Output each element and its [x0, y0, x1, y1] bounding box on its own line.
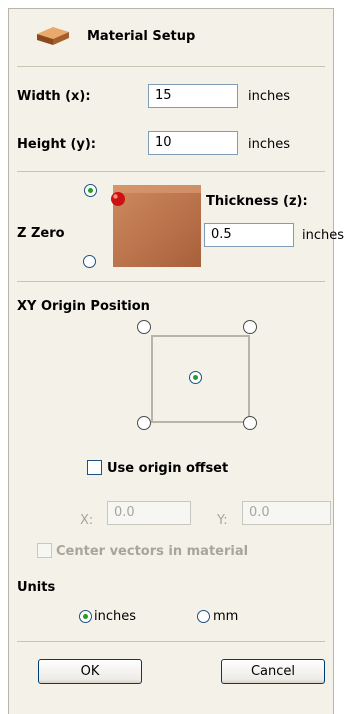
z-zero-label: Z Zero: [17, 226, 65, 241]
width-input[interactable]: 15: [148, 84, 238, 108]
thickness-input[interactable]: 0.5: [204, 223, 294, 247]
units-mm-radio[interactable]: [197, 610, 210, 623]
use-origin-offset-checkbox[interactable]: [87, 460, 102, 475]
units-label: Units: [17, 580, 56, 595]
dimensions-divider: [17, 171, 325, 172]
units-inches-label: inches: [94, 609, 137, 624]
material-block-icon: [37, 27, 69, 45]
thickness-divider: [17, 281, 325, 282]
offset-y-input[interactable]: 0.0: [242, 501, 331, 525]
offset-y-label: Y:: [217, 513, 228, 528]
panel-title: Material Setup: [87, 29, 196, 44]
origin-center-radio[interactable]: [189, 371, 202, 384]
xy-origin-label: XY Origin Position: [17, 299, 150, 314]
height-unit: inches: [248, 137, 291, 152]
origin-square: [151, 335, 250, 423]
origin-bottom-left-radio[interactable]: [137, 416, 151, 430]
width-unit: inches: [248, 89, 291, 104]
offset-x-input[interactable]: 0.0: [107, 501, 191, 525]
origin-top-right-radio[interactable]: [243, 320, 257, 334]
thickness-label: Thickness (z):: [206, 194, 308, 209]
units-inches-radio[interactable]: [79, 610, 92, 623]
material-setup-panel: Material Setup Width (x): 15 inches Heig…: [8, 8, 344, 714]
units-mm-label: mm: [213, 609, 239, 624]
z-zero-top-radio[interactable]: [84, 184, 97, 197]
width-label: Width (x):: [17, 89, 91, 104]
center-vectors-label: Center vectors in material: [56, 544, 249, 559]
cancel-button[interactable]: Cancel: [221, 659, 325, 684]
header-divider: [17, 66, 325, 67]
origin-top-left-radio[interactable]: [137, 320, 151, 334]
height-input[interactable]: 10: [148, 131, 238, 155]
material-block-illustration: [113, 185, 201, 267]
z-zero-bottom-radio[interactable]: [83, 255, 96, 268]
thickness-unit: inches: [302, 228, 345, 243]
z-zero-marker-icon: [111, 192, 125, 206]
center-vectors-checkbox[interactable]: [37, 543, 52, 558]
height-label: Height (y):: [17, 137, 97, 152]
offset-x-label: X:: [80, 513, 94, 528]
use-origin-offset-label: Use origin offset: [107, 461, 229, 476]
ok-button[interactable]: OK: [38, 659, 142, 684]
units-divider: [17, 641, 325, 642]
origin-bottom-right-radio[interactable]: [243, 416, 257, 430]
